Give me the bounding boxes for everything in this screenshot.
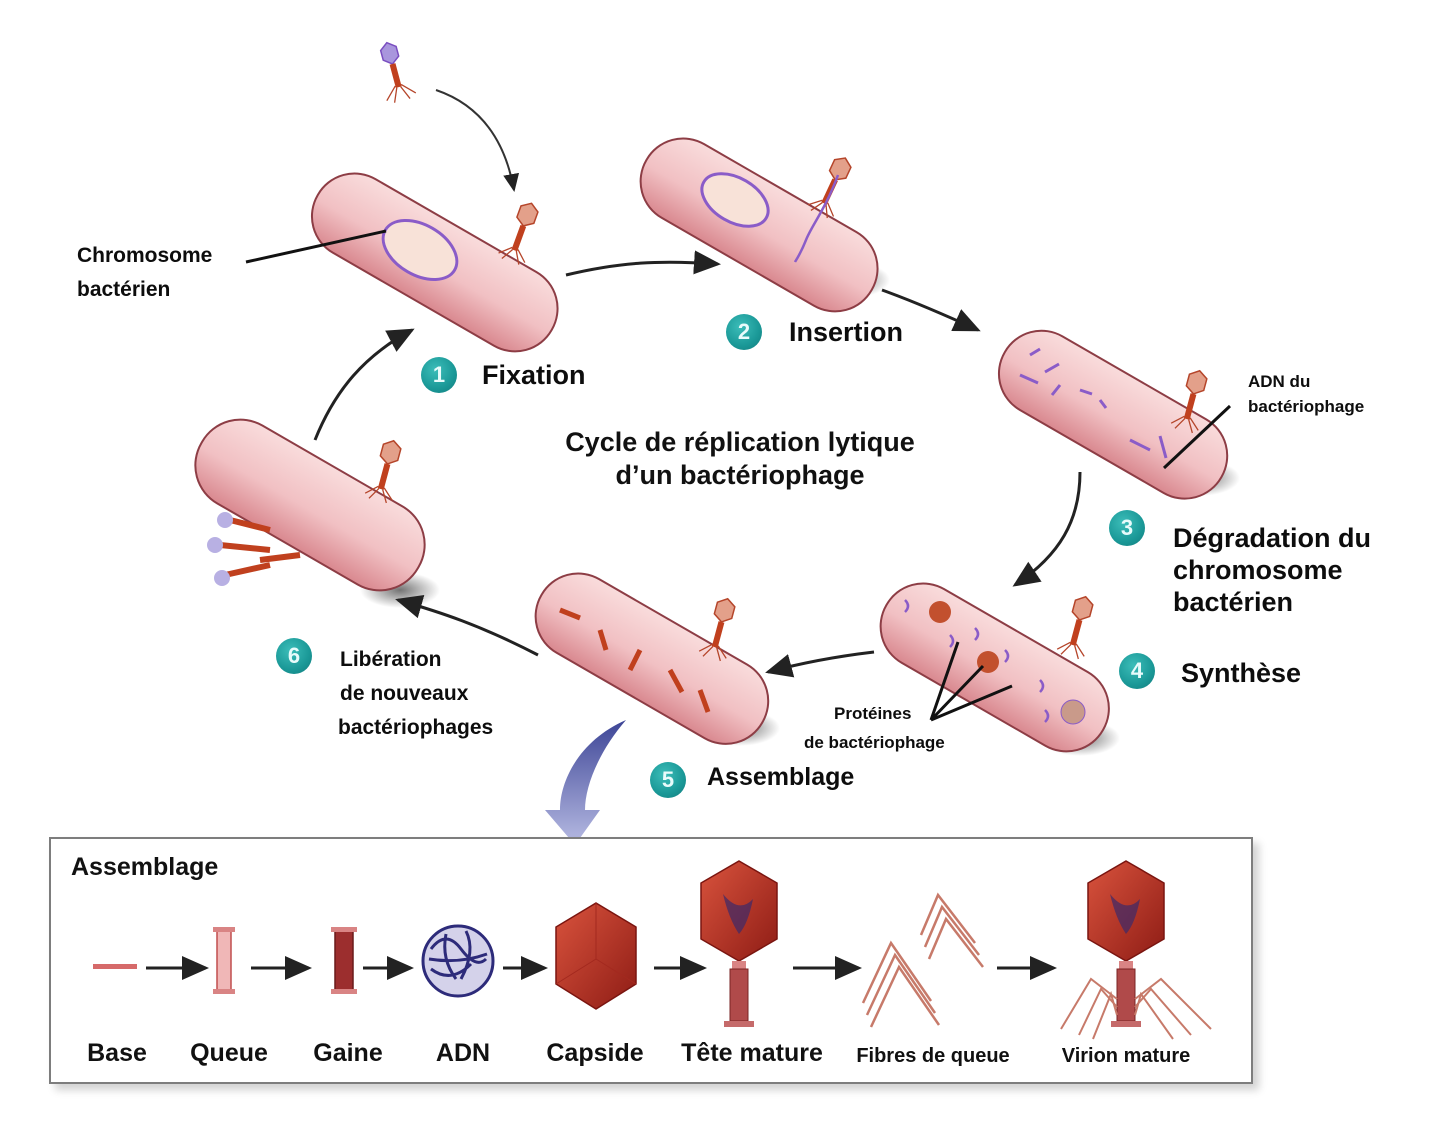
part-label-tail-fibers: Fibres de queue: [856, 1045, 1010, 1067]
part-mature-head-illustration: [700, 860, 778, 1027]
cycle-arrow-1-2: [565, 250, 721, 277]
step-5-label: Assemblage: [707, 763, 855, 791]
title-line-2: d’un bactériophage: [615, 460, 865, 490]
phage-dna-label-line-1: ADN du: [1248, 372, 1311, 391]
part-dna-illustration: [421, 924, 495, 998]
step-3-label-line-3: bactérien: [1173, 587, 1294, 617]
proteins-label: Protéines de bactériophage: [804, 699, 945, 757]
step-1-badge: 1: [421, 357, 457, 393]
part-label-dna: ADN: [435, 1039, 491, 1067]
chromosome-pointer: [245, 229, 387, 264]
part-label-mature-head: Tête mature: [681, 1039, 823, 1067]
part-label-capsid: Capside: [546, 1039, 644, 1067]
attach-arrow: [435, 89, 520, 192]
part-sheath-illustration: [331, 927, 357, 994]
bacterium-release: [194, 418, 440, 608]
cycle-arrow-6-1: [313, 328, 415, 441]
chromosome-label-line-1: Chromosome: [77, 244, 213, 267]
phage-dna-label-line-2: bactériophage: [1248, 397, 1365, 416]
part-mature-virion-illustration: [1060, 860, 1212, 1040]
assembly-panel-title: Assemblage: [71, 853, 219, 881]
part-capsid-illustration: [555, 902, 637, 1010]
proteins-label-line-2: de bactériophage: [804, 733, 945, 752]
cycle-arrow-3-4: [1012, 471, 1082, 587]
diagram-title: Cycle de réplication lytique d’un bactér…: [540, 426, 940, 492]
title-line-1: Cycle de réplication lytique: [565, 427, 915, 457]
bacterium-assembly: [534, 572, 780, 746]
step-4-label: Synthèse: [1181, 658, 1302, 688]
step-3-label-line-2: chromosome: [1173, 555, 1343, 585]
assembly-sequence: [93, 860, 1212, 1040]
step-4-badge: 4: [1119, 653, 1155, 689]
cycle-arrow-5-6: [395, 595, 539, 657]
step-1-label: Fixation: [482, 360, 586, 390]
step-2-label: Insertion: [789, 317, 904, 347]
lytic-cycle-illustration: [194, 41, 1240, 840]
chromosome-label: Chromosome bactérien: [77, 239, 212, 307]
part-tail-illustration: [213, 927, 235, 994]
part-label-base: Base: [87, 1039, 147, 1067]
cycle-arrow-4-5: [765, 650, 875, 678]
bacterium-degradation: [997, 329, 1240, 500]
step-2-badge: 2: [726, 314, 762, 350]
step-5-badge: 5: [650, 762, 686, 798]
bacterium-synthesis: [879, 582, 1120, 756]
bacterium-fixation: [310, 172, 560, 353]
part-label-tail: Queue: [190, 1039, 268, 1067]
protein-pointers: [929, 641, 1013, 722]
step-3-label: Dégradation du chromosome bactérien: [1173, 522, 1371, 618]
step-6-label: Libération de nouveaux bactériophages: [338, 643, 493, 745]
step-6-label-line-3: bactériophages: [338, 716, 494, 739]
assembly-panel: Assemblage: [49, 837, 1253, 1084]
step-6-label-line-2: de nouveaux: [340, 682, 469, 705]
zoom-arrow: [545, 720, 626, 840]
part-tail-fibers-illustration: [861, 892, 984, 1028]
step-6-label-line-1: Libération: [340, 648, 442, 671]
part-label-sheath: Gaine: [313, 1039, 383, 1067]
chromosome-label-line-2: bactérien: [77, 278, 171, 301]
step-3-badge: 3: [1109, 510, 1145, 546]
phage-dna-label: ADN du bactériophage: [1248, 369, 1364, 419]
part-base-illustration: [93, 964, 137, 969]
cycle-arrow-2-3: [881, 288, 981, 332]
step-6-badge: 6: [276, 638, 312, 674]
step-3-label-line-1: Dégradation du: [1173, 523, 1372, 553]
proteins-label-line-1: Protéines: [834, 704, 912, 723]
bacterium-insertion: [639, 137, 890, 313]
phage-dna-pointer: [1162, 404, 1232, 470]
free-phage: [379, 41, 417, 103]
part-label-mature-virion: Virion mature: [1061, 1045, 1191, 1067]
